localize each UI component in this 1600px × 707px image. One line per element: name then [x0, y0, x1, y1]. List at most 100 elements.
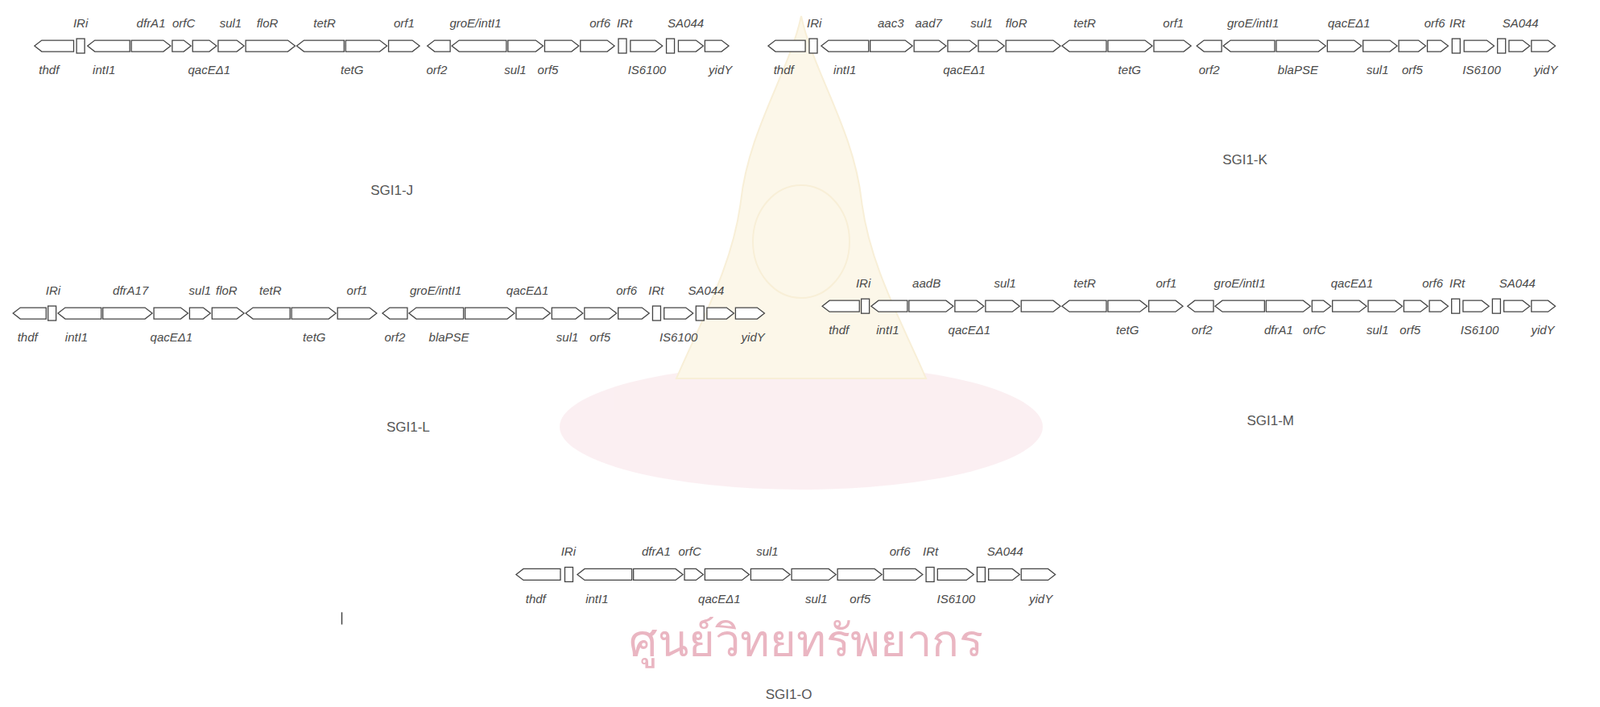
gene-map	[34, 38, 729, 54]
gene-arrow	[871, 300, 908, 312]
gene-label: dfrA1	[641, 545, 671, 558]
gene-label: sul1	[1366, 63, 1390, 76]
gene-arrow	[1021, 300, 1061, 312]
gene-arrow	[955, 300, 984, 312]
gene-label: orf2	[425, 63, 447, 76]
gene-label: tetG	[302, 330, 326, 344]
gene-label: orf6	[889, 545, 911, 558]
gene-label: IS6100	[1460, 323, 1500, 336]
gene-label: sul1	[504, 63, 527, 76]
gene-label: qacEΔ1	[1331, 277, 1374, 290]
gene-arrow	[57, 307, 102, 319]
gene-map	[822, 298, 1555, 314]
map-title: SGI1-K	[1222, 152, 1268, 166]
gene-arrow	[909, 300, 954, 312]
gene-arrow	[577, 568, 633, 580]
ir-box	[48, 305, 57, 321]
gene-arrow	[451, 40, 507, 52]
gene-label: orf6	[589, 16, 611, 29]
gene-label: intI1	[833, 63, 856, 76]
ir-box	[695, 305, 704, 321]
gene-map	[516, 566, 1056, 582]
ir-box	[926, 566, 935, 582]
ir-box	[861, 298, 870, 314]
gene-arrow	[821, 40, 869, 52]
ir-box	[652, 305, 661, 321]
gene-label: IRi	[806, 16, 822, 29]
gene-arrow	[584, 307, 617, 319]
gene-arrow	[1403, 300, 1428, 312]
gene-arrow	[870, 40, 913, 52]
gene-label: blaPSE	[429, 330, 470, 344]
gene-label: tetR	[1073, 277, 1096, 290]
gene-label: aadB	[912, 277, 941, 290]
gene-arrow	[1531, 40, 1556, 52]
gene-label: intI1	[65, 330, 88, 344]
gene-label: dfrA1	[136, 16, 166, 29]
gene-arrow	[1332, 300, 1367, 312]
gene-arrow	[218, 40, 244, 52]
gene-arrow	[1149, 300, 1183, 312]
gene-arrow	[706, 307, 734, 319]
gene-arrow	[947, 40, 977, 52]
gene-arrow	[1196, 40, 1222, 52]
gene-arrow	[988, 568, 1021, 580]
gene-arrow	[937, 568, 974, 580]
gene-label: groE/intI1	[449, 16, 501, 29]
gene-arrow	[618, 307, 650, 319]
gene-label: groE/intI1	[409, 283, 462, 296]
gene-arrow	[1368, 300, 1402, 312]
ir-box	[1492, 298, 1501, 314]
gene-label: sul1	[219, 16, 243, 29]
gene-arrow	[684, 568, 703, 580]
gene-label: aad7	[914, 16, 942, 29]
gene-arrow	[34, 40, 75, 52]
gene-label: orf1	[347, 283, 368, 296]
gene-label: IRi	[561, 545, 576, 558]
gene-arrow	[382, 307, 408, 319]
gene-label: orfC	[678, 545, 701, 558]
gene-label: sul1	[970, 16, 993, 29]
gene-label: orf6	[616, 283, 637, 296]
gene-label: sul1	[556, 330, 579, 344]
gene-arrow	[245, 40, 295, 52]
gene-label: SA044	[987, 545, 1024, 558]
gene-label: orf5	[537, 63, 559, 76]
ir-box	[1451, 298, 1460, 314]
gene-label: intI1	[585, 591, 608, 604]
gene-label: sul1	[756, 545, 779, 558]
gene-label: orf6	[1424, 16, 1446, 29]
map-title: SGI1-L	[386, 419, 430, 434]
gene-label: IRt	[648, 283, 664, 296]
gene-label: orf1	[1162, 16, 1184, 29]
gene-label: tetG	[340, 63, 364, 76]
gene-arrow	[1463, 40, 1494, 52]
gene-arrow	[978, 40, 1005, 52]
gene-label: intI1	[92, 63, 116, 76]
gene-label: floR	[256, 16, 279, 29]
gene-label: blaPSE	[1277, 63, 1319, 76]
gene-label: groE/intI1	[1227, 16, 1279, 29]
gene-label: orf5	[1401, 63, 1423, 76]
gene-label: IRi	[73, 16, 88, 29]
gene-arrow	[633, 568, 683, 580]
watermark-text: ศูนย์วิทยทรัพยากร	[628, 613, 984, 668]
emblem-base	[559, 363, 1043, 490]
gene-arrow	[465, 307, 515, 319]
tick-mark	[341, 611, 344, 625]
gene-arrow	[1062, 300, 1107, 312]
gene-label: tetG	[1116, 323, 1139, 336]
gene-map	[12, 305, 765, 321]
gene-arrow	[791, 568, 836, 580]
gene-label: sul1	[993, 277, 1017, 290]
gene-arrow	[630, 40, 663, 52]
gene-label: orfC	[172, 16, 195, 29]
gene-label: yidY	[1533, 63, 1558, 76]
gene-label: thdf	[38, 63, 59, 76]
gene-arrow	[172, 40, 191, 52]
gene-arrow	[1398, 40, 1426, 52]
gene-label: tetR	[259, 283, 282, 296]
gene-label: thdf	[525, 591, 546, 604]
gene-label: sul1	[189, 283, 212, 296]
